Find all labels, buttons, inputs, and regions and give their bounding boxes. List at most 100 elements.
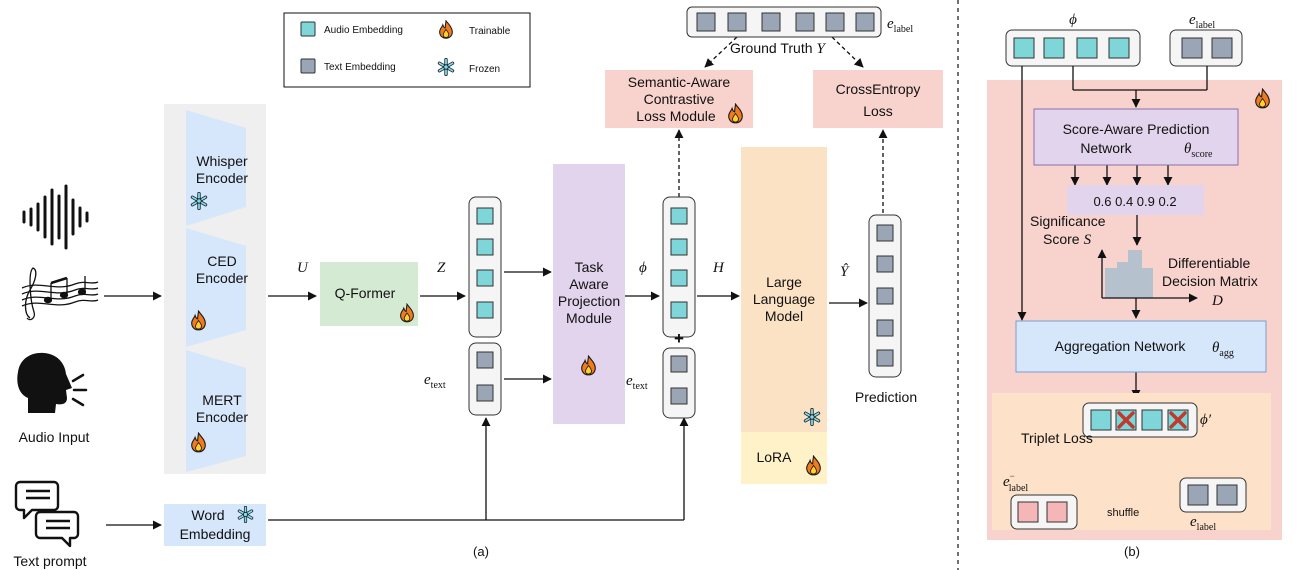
text-token: [1187, 484, 1209, 506]
audio-input-label: Audio Input: [19, 429, 90, 445]
whisper-encoder: [186, 110, 246, 226]
music-notes-icon: [21, 267, 99, 321]
whisper-encoder-label-1: Whisper: [196, 153, 248, 169]
aggregation-label: Aggregation Network: [1055, 338, 1187, 354]
phi-label: ϕ: [1069, 12, 1077, 28]
audio-token: [476, 269, 494, 287]
text-token: [876, 319, 894, 337]
text-token: [876, 224, 894, 242]
ce-loss-label-2: Loss: [863, 103, 893, 119]
masked-x-icon: [1117, 411, 1135, 429]
text-token: [825, 12, 845, 32]
score-network-label-1: Score-Aware Prediction: [1063, 121, 1210, 137]
e-text-label: etext: [626, 373, 648, 392]
negative-token: [1017, 501, 1039, 523]
symbol-d: D: [1211, 293, 1223, 309]
speaking-head-icon: [17, 352, 88, 413]
decision-histogram: [1097, 249, 1198, 303]
audio-token: [670, 238, 688, 256]
audio-token: [1043, 37, 1065, 59]
lora-label: LoRA: [756, 449, 792, 465]
audio-token: [670, 207, 688, 225]
q-former-label: Q-Former: [335, 285, 396, 301]
text-embedding-swatch: [300, 58, 316, 74]
shuffle-label: shuffle: [1107, 507, 1139, 519]
symbol-u: U: [297, 260, 309, 276]
negative-token: [1046, 501, 1068, 523]
audio-token: [1141, 409, 1163, 431]
text-token: [761, 12, 781, 32]
e-label-symbol: elabel: [1190, 514, 1216, 533]
tapm-label-2: Aware: [569, 276, 609, 292]
word-embedding-label-2: Embedding: [180, 526, 251, 542]
task-aware-projection-module: [553, 164, 625, 424]
audio-token: [670, 269, 688, 287]
llm-label-2: Language: [753, 291, 816, 307]
e-label-negative-symbol: e−label: [1003, 471, 1028, 494]
text-token: [876, 287, 894, 305]
audio-token: [1090, 409, 1112, 431]
text-token: [476, 384, 494, 402]
word-embedding-label-1: Word: [191, 507, 224, 523]
ced-encoder-label-2: Encoder: [196, 270, 248, 286]
legend: Audio Embedding Trainable Text Embedding…: [283, 12, 531, 88]
symbol-h: H: [712, 260, 725, 276]
large-language-model: [741, 147, 827, 432]
ground-truth-row: [686, 6, 882, 38]
score-network-label-2: Network: [1080, 140, 1132, 156]
prediction-label: Prediction: [855, 389, 917, 405]
scores-values: 0.6 0.4 0.9 0.2: [1093, 194, 1176, 209]
text-token: [855, 12, 875, 32]
text-token: [670, 387, 688, 405]
whisper-encoder-label-2: Encoder: [196, 170, 248, 186]
text-token: [727, 12, 747, 32]
llm-label-1: Large: [766, 274, 802, 290]
audio-token: [1076, 37, 1098, 59]
ce-loss-label-1: CrossEntropy: [836, 81, 921, 97]
mert-encoder-label-2: Encoder: [196, 409, 248, 425]
semantic-loss-label-3: Loss Module: [636, 108, 716, 124]
audio-token: [476, 301, 494, 319]
significance-label-1: Significance: [1030, 213, 1106, 229]
tapm-label-4: Module: [566, 310, 612, 326]
e-label-symbol: elabel: [1189, 12, 1215, 31]
audio-token: [476, 238, 494, 256]
semantic-loss-label-2: Contrastive: [644, 91, 715, 107]
audio-embedding-swatch: [300, 21, 316, 37]
cross-entropy-loss-box: [813, 70, 943, 128]
audio-token: [1108, 37, 1130, 59]
text-prompt-label: Text prompt: [13, 553, 86, 569]
text-token: [1216, 484, 1238, 506]
chat-bubbles-icon: [14, 480, 80, 548]
decision-matrix-label-1: Differentiable: [1168, 255, 1250, 271]
text-token: [670, 355, 688, 373]
theta-score-symbol: θscore: [1184, 141, 1213, 160]
caption-a: (a): [473, 544, 489, 559]
masked-x-icon: [1169, 411, 1187, 429]
e-label-symbol: elabel: [887, 16, 913, 35]
text-token: [876, 255, 894, 273]
score-aware-prediction-network: [1033, 108, 1239, 166]
plus-sign: +: [674, 329, 684, 348]
tapm-label-1: Task: [575, 259, 605, 275]
ced-encoder-label-1: CED: [207, 253, 237, 269]
text-token: [696, 12, 716, 32]
legend-audio-embedding: Audio Embedding: [324, 25, 403, 36]
text-token: [876, 349, 894, 367]
legend-frozen: Frozen: [469, 64, 500, 75]
text-token: [1211, 37, 1233, 59]
scores-box: [1067, 185, 1204, 215]
aggregation-network: [1015, 320, 1267, 373]
text-token: [1181, 37, 1203, 59]
audio-token: [670, 301, 688, 319]
llm-label-3: Model: [765, 308, 803, 324]
semantic-loss-label-1: Semantic-Aware: [628, 74, 731, 90]
legend-trainable: Trainable: [469, 26, 511, 37]
waveform-icon: [22, 184, 89, 250]
tapm-label-3: Projection: [558, 293, 620, 309]
text-token: [476, 351, 494, 369]
e-text-label: etext: [424, 372, 446, 391]
